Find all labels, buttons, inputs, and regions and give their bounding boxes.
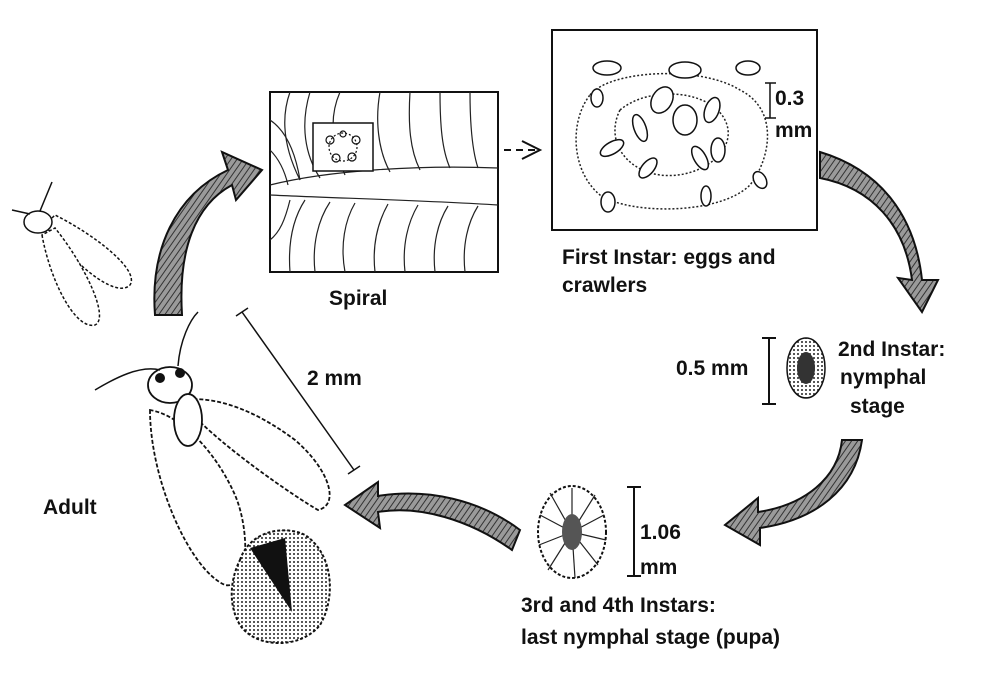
second-instar-label-line2: nymphal — [840, 366, 926, 389]
small-adult-whitefly — [11, 181, 133, 326]
first-instar-image — [551, 29, 818, 231]
spiral-label: Spiral — [329, 287, 387, 310]
third-fourth-instar-size-unit: mm — [640, 556, 677, 579]
first-instar-size-value: 0.3 — [775, 87, 804, 110]
labels: Spiral First Instar: eggs and crawlers 0… — [43, 87, 945, 649]
adult-size-label: 2 mm — [307, 367, 362, 390]
first-instar-size-unit: mm — [775, 119, 812, 142]
third-fourth-instar-size-value: 1.06 — [640, 521, 681, 544]
third-fourth-instar-label-line1: 3rd and 4th Instars: — [521, 594, 716, 617]
cycle-arrow-first-to-second — [819, 150, 940, 314]
cycle-arrow-adult-to-spiral — [153, 150, 264, 316]
cycle-arrow-second-to-third — [723, 439, 864, 547]
first-instar-label-line2: crawlers — [562, 274, 647, 297]
large-adult-whitefly — [94, 307, 361, 644]
adult-label: Adult — [43, 496, 97, 519]
third-fourth-instar-label-line2: last nymphal stage (pupa) — [521, 626, 780, 649]
second-instar-nymph — [762, 337, 826, 405]
second-instar-label-line3: stage — [850, 395, 905, 418]
cycle-arrow-third-to-adult — [343, 480, 522, 552]
second-instar-label-line1: 2nd Instar: — [838, 338, 945, 361]
second-instar-size: 0.5 mm — [676, 357, 748, 380]
spiral-leaf-image — [269, 91, 499, 273]
first-instar-label-line1: First Instar: eggs and — [562, 246, 776, 269]
third-fourth-instar-pupa — [537, 485, 641, 579]
